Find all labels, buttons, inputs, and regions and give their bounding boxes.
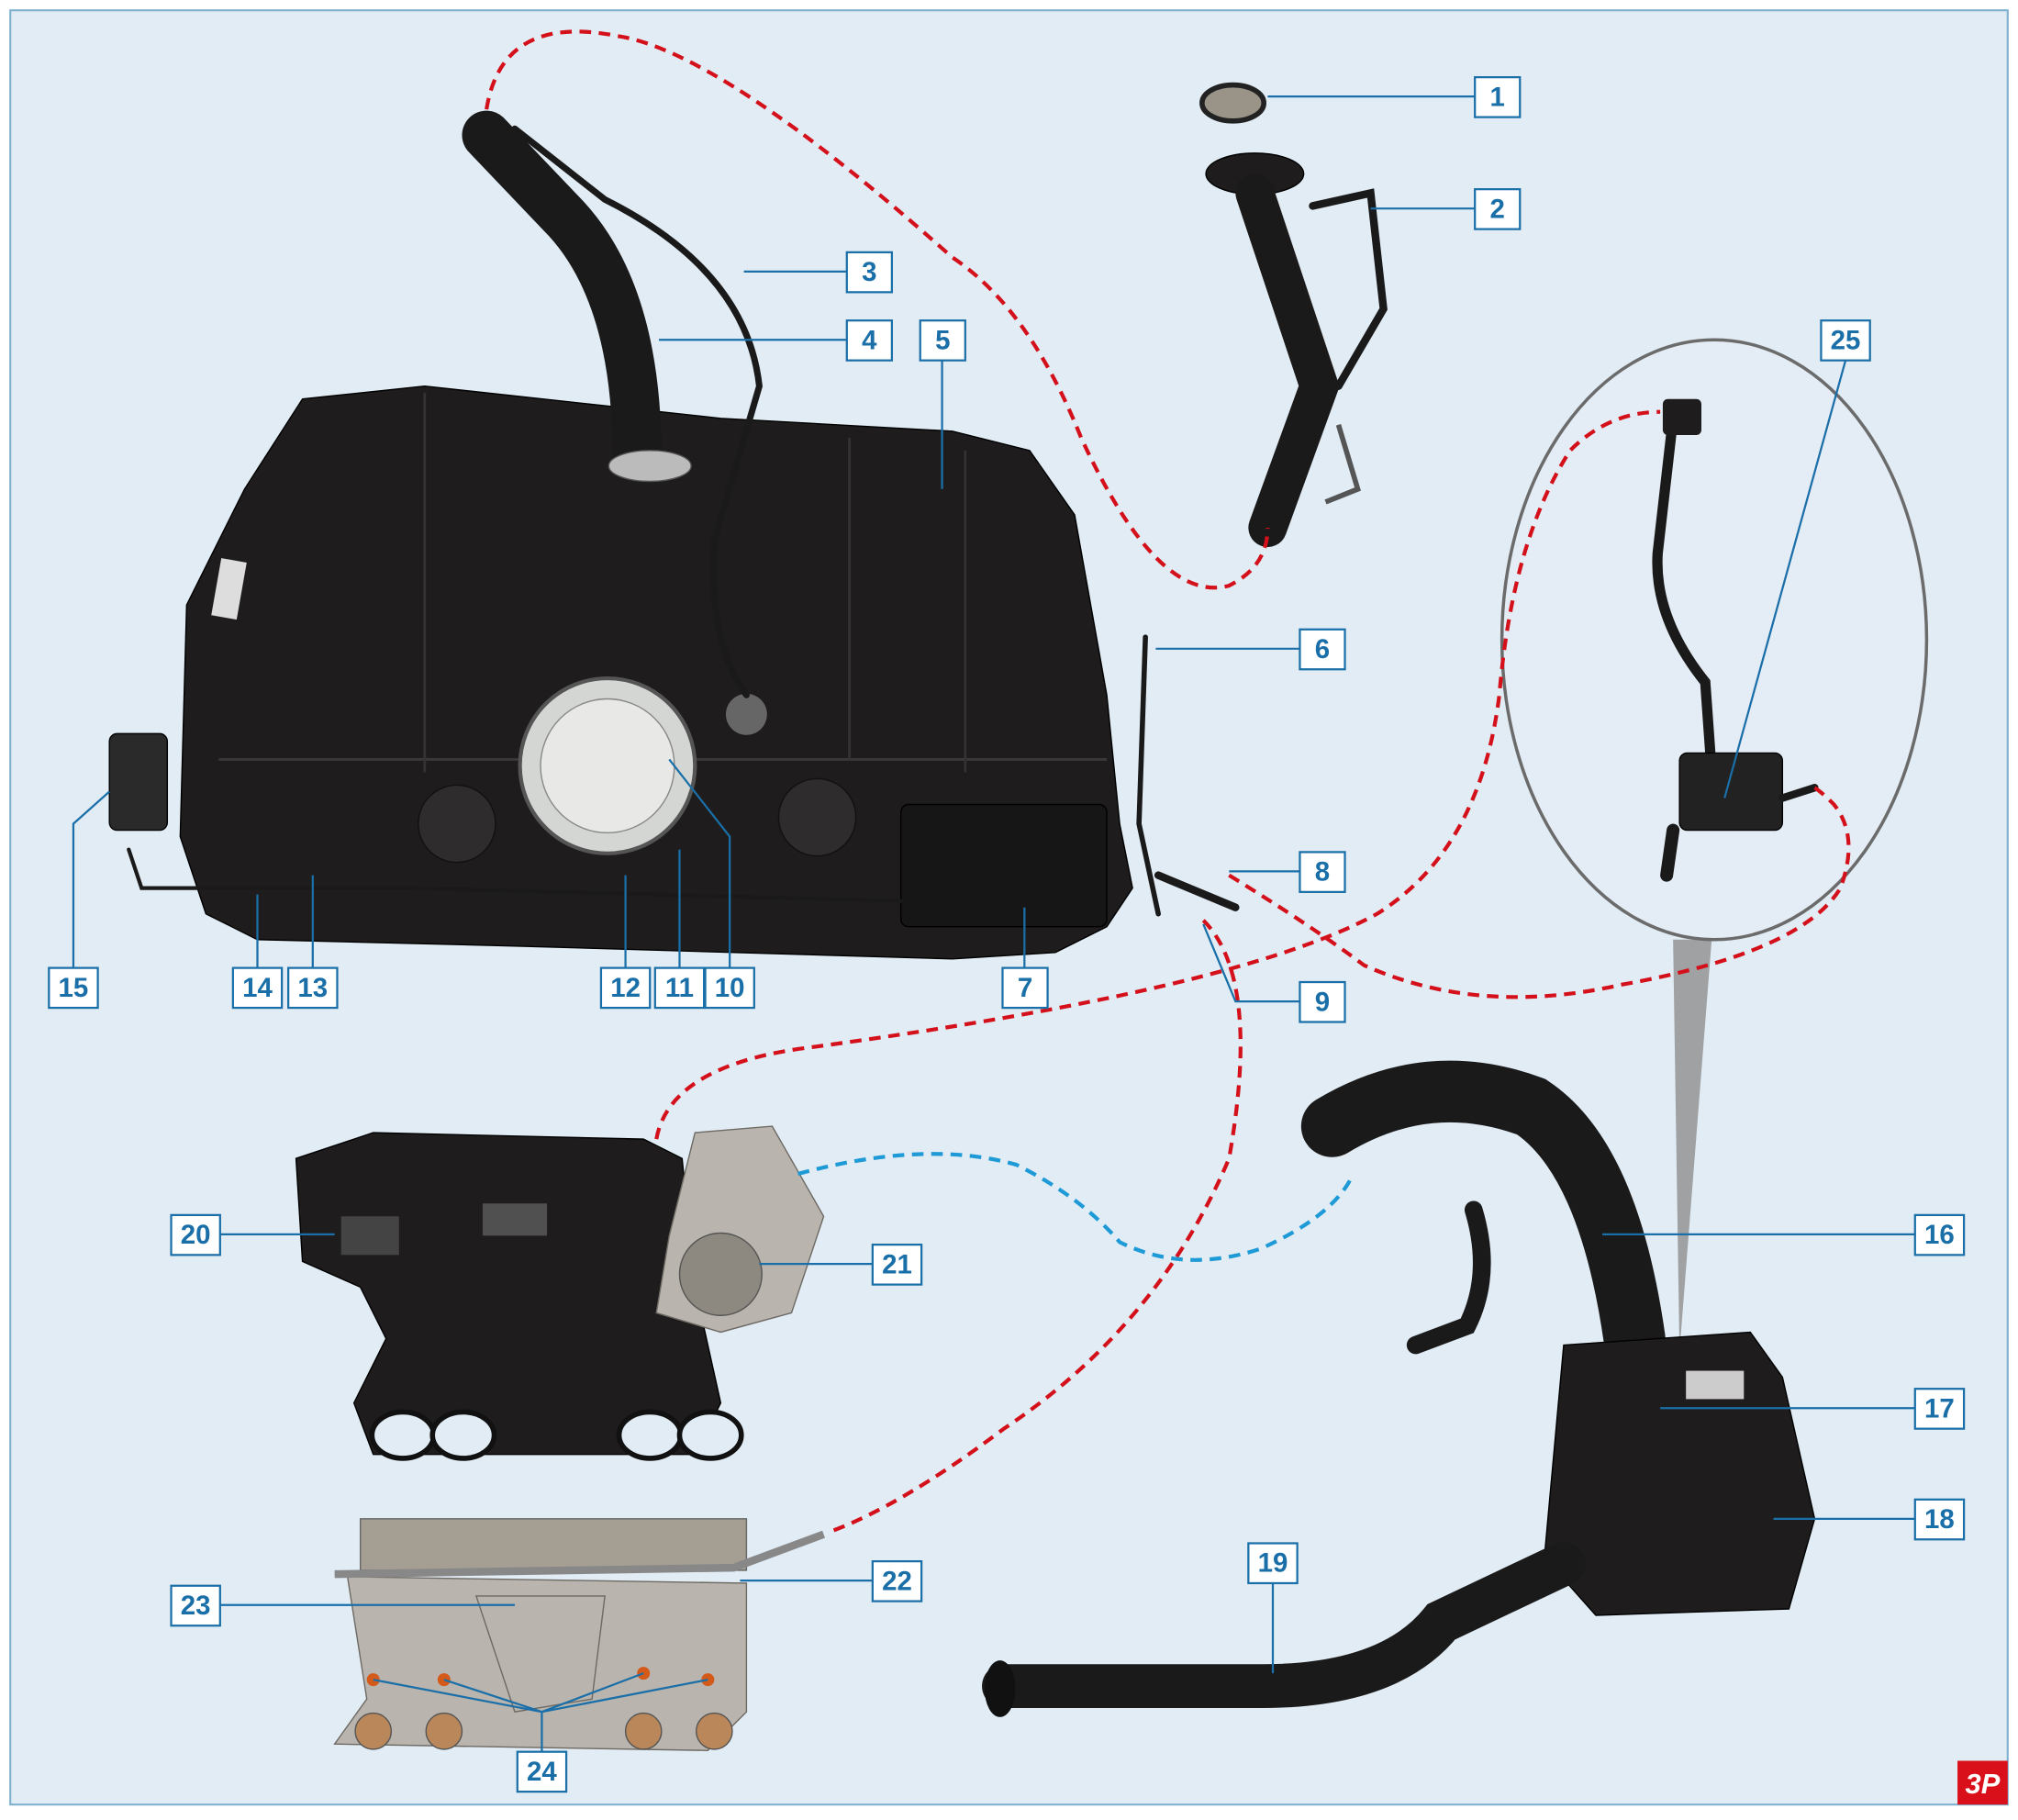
callout-number: 18 [1924, 1504, 1955, 1535]
callout-label-8: 8 [1299, 851, 1346, 893]
callout-label-7: 7 [1001, 966, 1049, 1010]
callout-number: 13 [297, 973, 328, 1003]
callout-number: 11 [665, 973, 694, 1003]
callout-label-2: 2 [1474, 188, 1522, 230]
callout-label-11: 11 [653, 966, 706, 1010]
callout-label-16: 16 [1913, 1213, 1966, 1256]
callout-number: 21 [882, 1249, 912, 1279]
callout-number: 2 [1490, 194, 1505, 224]
fuel-rail-assembly [333, 1518, 826, 1751]
canister [899, 803, 1108, 928]
callout-label-10: 10 [704, 966, 755, 1010]
callout-label-3: 3 [845, 251, 894, 294]
callout-number: 7 [1018, 973, 1032, 1003]
publisher-logo: 3P [1957, 1760, 2008, 1805]
callout-number: 15 [59, 973, 89, 1003]
fuel-line-path-3 [654, 409, 1661, 1140]
callout-number: 25 [1831, 325, 1861, 355]
callout-label-25: 25 [1820, 319, 1871, 362]
callout-label-22: 22 [871, 1559, 923, 1602]
fuel-line-path-1 [485, 29, 1270, 590]
callout-label-1: 1 [1474, 76, 1522, 118]
callout-label-23: 23 [170, 1584, 221, 1627]
callout-label-13: 13 [287, 966, 339, 1010]
callout-label-19: 19 [1247, 1542, 1299, 1585]
callout-label-17: 17 [1913, 1388, 1966, 1430]
callout-number: 9 [1315, 987, 1330, 1017]
callout-number: 8 [1315, 857, 1330, 888]
filler-hose [462, 110, 763, 698]
filler-neck [1199, 82, 1388, 548]
fuel-tank [108, 385, 1240, 960]
callout-number: 14 [242, 973, 273, 1003]
leader-lines [72, 95, 1915, 1752]
callout-number: 3 [862, 257, 876, 287]
fuel-line-path-2 [829, 919, 1243, 1534]
callout-number: 22 [882, 1566, 912, 1596]
fuel-line-path-4 [1228, 786, 1851, 999]
throttle-body [655, 1125, 825, 1334]
callout-number: 24 [527, 1757, 557, 1787]
callout-label-14: 14 [231, 966, 284, 1010]
callout-label-21: 21 [871, 1244, 923, 1286]
callout-number: 17 [1924, 1393, 1955, 1424]
callout-number: 6 [1315, 634, 1330, 664]
callout-number: 16 [1924, 1220, 1955, 1250]
callout-number: 19 [1258, 1548, 1288, 1579]
callout-number: 12 [610, 973, 641, 1003]
air-line-path [797, 1152, 1354, 1262]
callout-number: 10 [715, 973, 745, 1003]
callout-number: 1 [1490, 82, 1505, 112]
callout-label-18: 18 [1913, 1498, 1966, 1541]
fuel-filter [108, 732, 169, 832]
logo-text: 3P [1966, 1768, 2001, 1800]
callout-number: 4 [862, 325, 877, 355]
callout-label-6: 6 [1299, 628, 1346, 671]
callout-label-15: 15 [48, 966, 99, 1010]
callout-label-4: 4 [845, 319, 894, 362]
callout-label-12: 12 [599, 966, 652, 1010]
callout-label-5: 5 [919, 319, 966, 362]
callout-number: 23 [181, 1591, 211, 1621]
callout-number: 5 [935, 325, 950, 355]
callout-number: 20 [181, 1220, 211, 1250]
callout-label-9: 9 [1299, 980, 1346, 1023]
intake-manifold [295, 1132, 744, 1461]
callout-label-24: 24 [516, 1750, 568, 1793]
air-intake-assembly [982, 1060, 1816, 1717]
callout-label-20: 20 [170, 1213, 221, 1256]
valve [1678, 752, 1784, 832]
